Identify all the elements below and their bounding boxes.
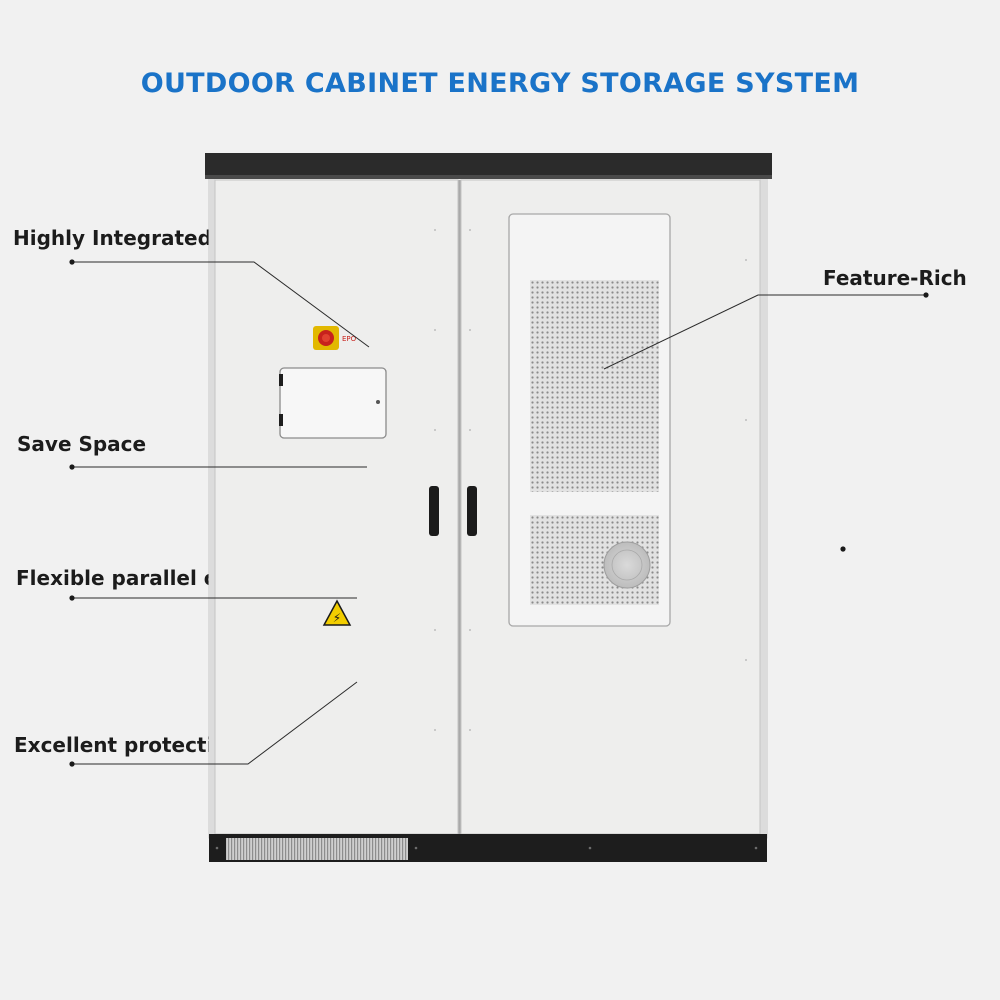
leader-highly-integrated [72,261,370,348]
leader-feature-rich [603,294,926,370]
epo-label: EPO [342,335,357,343]
cabinet-roof [205,153,772,177]
leader-excellent-protection [72,681,358,765]
cabinet-base [209,834,767,862]
fan-icon [603,541,651,589]
base-vent [226,838,408,860]
callout-label-excellent-protection: Excellent protection [14,733,242,757]
callout-dots [69,259,929,767]
callout-label-highly-integrated: Highly Integrated [13,226,212,250]
warning-triangle-icon: ⚡ [322,599,352,626]
door-handle-icon [429,486,477,536]
page-title: OUTDOOR CABINET ENERGY STORAGE SYSTEM [140,68,860,99]
callout-label-save-space: Save Space [17,432,147,456]
callout-label-feature-rich: Feature-Rich [823,266,967,290]
control-box [279,367,387,439]
svg-text:⚡: ⚡ [333,611,341,625]
left-door [214,179,459,835]
upper-grill [530,280,659,492]
air-conditioner-unit [508,213,671,627]
emergency-stop-icon [313,326,339,350]
callout-lines [72,261,926,765]
